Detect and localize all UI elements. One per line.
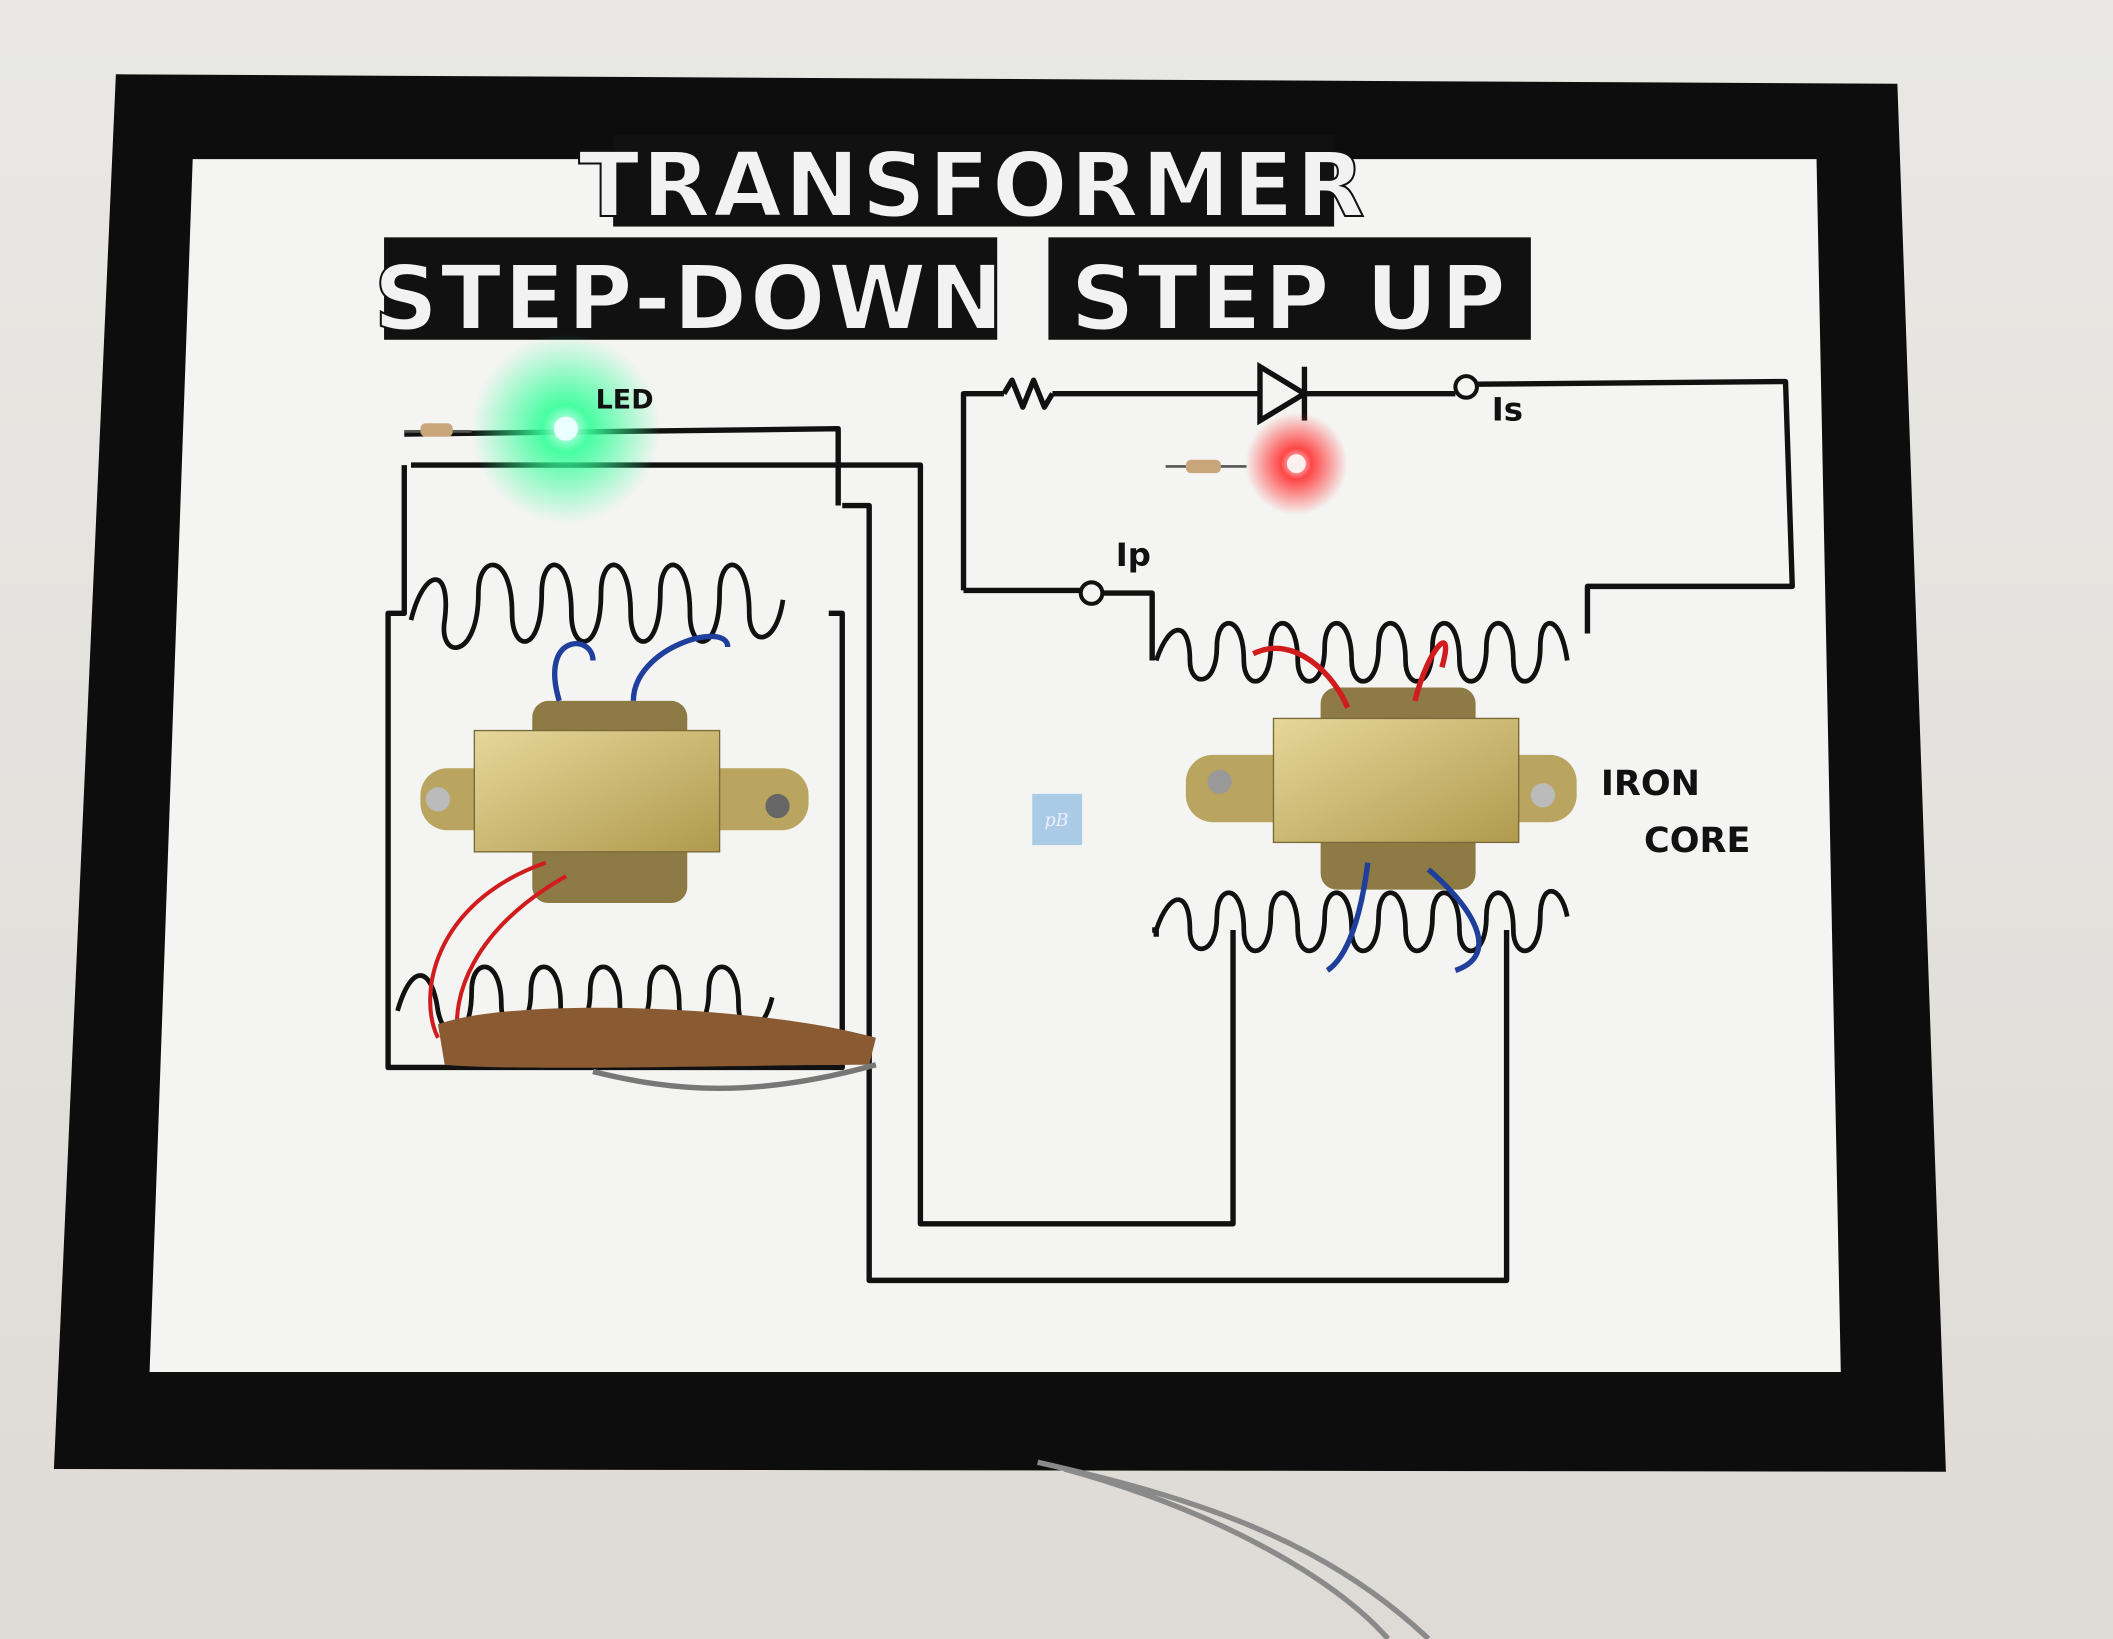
secondary-coil-right	[1153, 888, 1570, 953]
red-led	[1286, 454, 1306, 474]
green-led	[553, 416, 579, 441]
step-down-banner: STEP-DOWN	[373, 237, 1006, 351]
secondary-coil-left	[395, 964, 775, 1037]
tape-wrap	[437, 1007, 876, 1068]
right-transformer	[1185, 640, 1577, 973]
resistor-symbol	[1001, 377, 1055, 410]
title-text: TRANSFORMER	[579, 133, 1368, 237]
step-up-text: STEP UP	[1071, 246, 1509, 350]
power-cable	[1037, 1459, 1431, 1639]
is-terminal	[1453, 374, 1479, 400]
iron-label: IRON	[1601, 763, 1700, 804]
resistor-component	[404, 423, 472, 437]
is-label: Is	[1492, 391, 1523, 429]
title-banner: TRANSFORMER	[578, 132, 1368, 238]
step-down-text: STEP-DOWN	[374, 246, 1006, 350]
resistor-component	[1165, 459, 1247, 474]
primary-coil-right	[1153, 620, 1570, 684]
step-up-circuit: Is Ip IRON CORE	[960, 361, 1795, 953]
left-transformer	[420, 633, 877, 1092]
svg-text:pB: pB	[1044, 811, 1068, 831]
primary-coil-left	[408, 562, 786, 650]
ip-label: Ip	[1116, 536, 1151, 574]
step-up-banner: STEP UP	[1048, 237, 1531, 351]
step-down-circuit: LED	[385, 334, 1510, 1284]
core-label: CORE	[1644, 820, 1750, 861]
led-label: LED	[596, 384, 654, 415]
watermark-logo: pB	[1032, 793, 1083, 846]
